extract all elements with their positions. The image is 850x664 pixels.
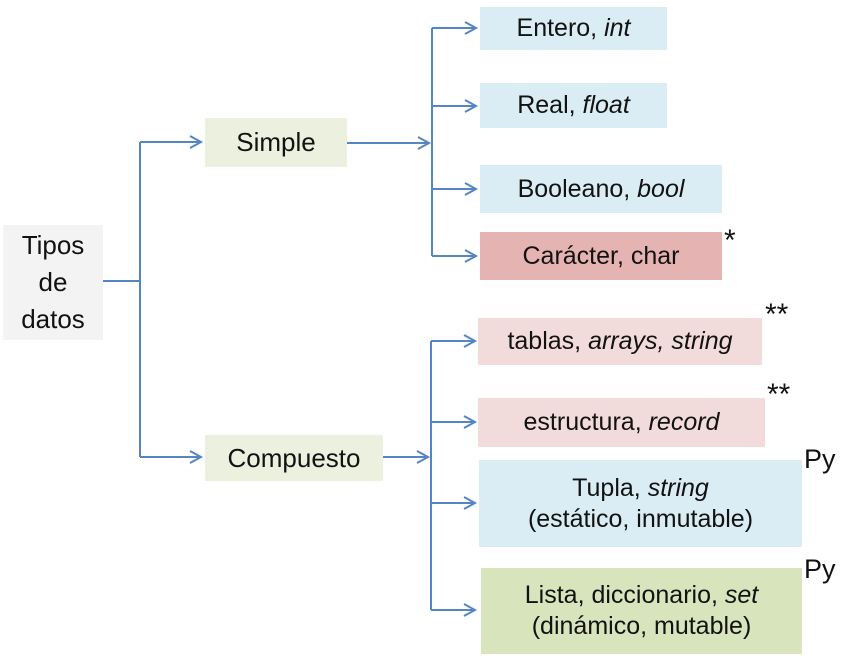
root-line-1: Tipos	[21, 230, 85, 260]
estructura-label: estructura, record	[523, 408, 720, 436]
annotation-py-lista: Py	[804, 554, 836, 584]
node-real-float: Real, float	[480, 83, 667, 128]
entero-label: Entero, int	[516, 14, 631, 42]
tablas-label: tablas, arrays, string	[507, 327, 733, 355]
root-line-2: de	[38, 267, 68, 297]
real-label: Real, float	[517, 91, 630, 119]
root-connectors	[103, 135, 204, 464]
tupla-label-line2: (estático, inmutable)	[527, 504, 754, 533]
node-caracter-char: Carácter, char	[480, 232, 722, 280]
lista-label-line2: (dinámico, mutable)	[531, 612, 752, 640]
simple-connectors	[347, 21, 479, 263]
annotation-stars-estructura: **	[767, 378, 791, 411]
booleano-label: Booleano, bool	[517, 174, 685, 203]
node-entero-int: Entero, int	[480, 7, 667, 50]
root-line-3: datos	[21, 304, 85, 334]
annotation-stars-tablas: **	[765, 298, 789, 331]
compuesto-connectors	[383, 334, 478, 617]
simple-label: Simple	[236, 127, 316, 157]
node-lista-diccionario-set: Lista, diccionario, set (dinámico, mutab…	[481, 568, 802, 654]
lista-label-line1: Lista, diccionario, set	[524, 581, 759, 609]
node-tupla-string: Tupla, string (estático, inmutable)	[479, 460, 802, 547]
annotation-star-caracter: *	[724, 224, 736, 257]
tupla-label-line1: Tupla, string	[572, 473, 709, 502]
node-compuesto: Compuesto	[205, 435, 383, 481]
node-tablas-arrays-string: tablas, arrays, string	[478, 318, 762, 365]
node-booleano-bool: Booleano, bool	[480, 165, 722, 213]
annotation-py-tupla: Py	[804, 444, 836, 474]
node-tipos-de-datos: Tipos de datos	[3, 225, 103, 340]
node-simple: Simple	[205, 118, 347, 167]
caracter-label: Carácter, char	[522, 241, 680, 270]
node-estructura-record: estructura, record	[478, 398, 765, 447]
compuesto-label: Compuesto	[227, 442, 361, 473]
